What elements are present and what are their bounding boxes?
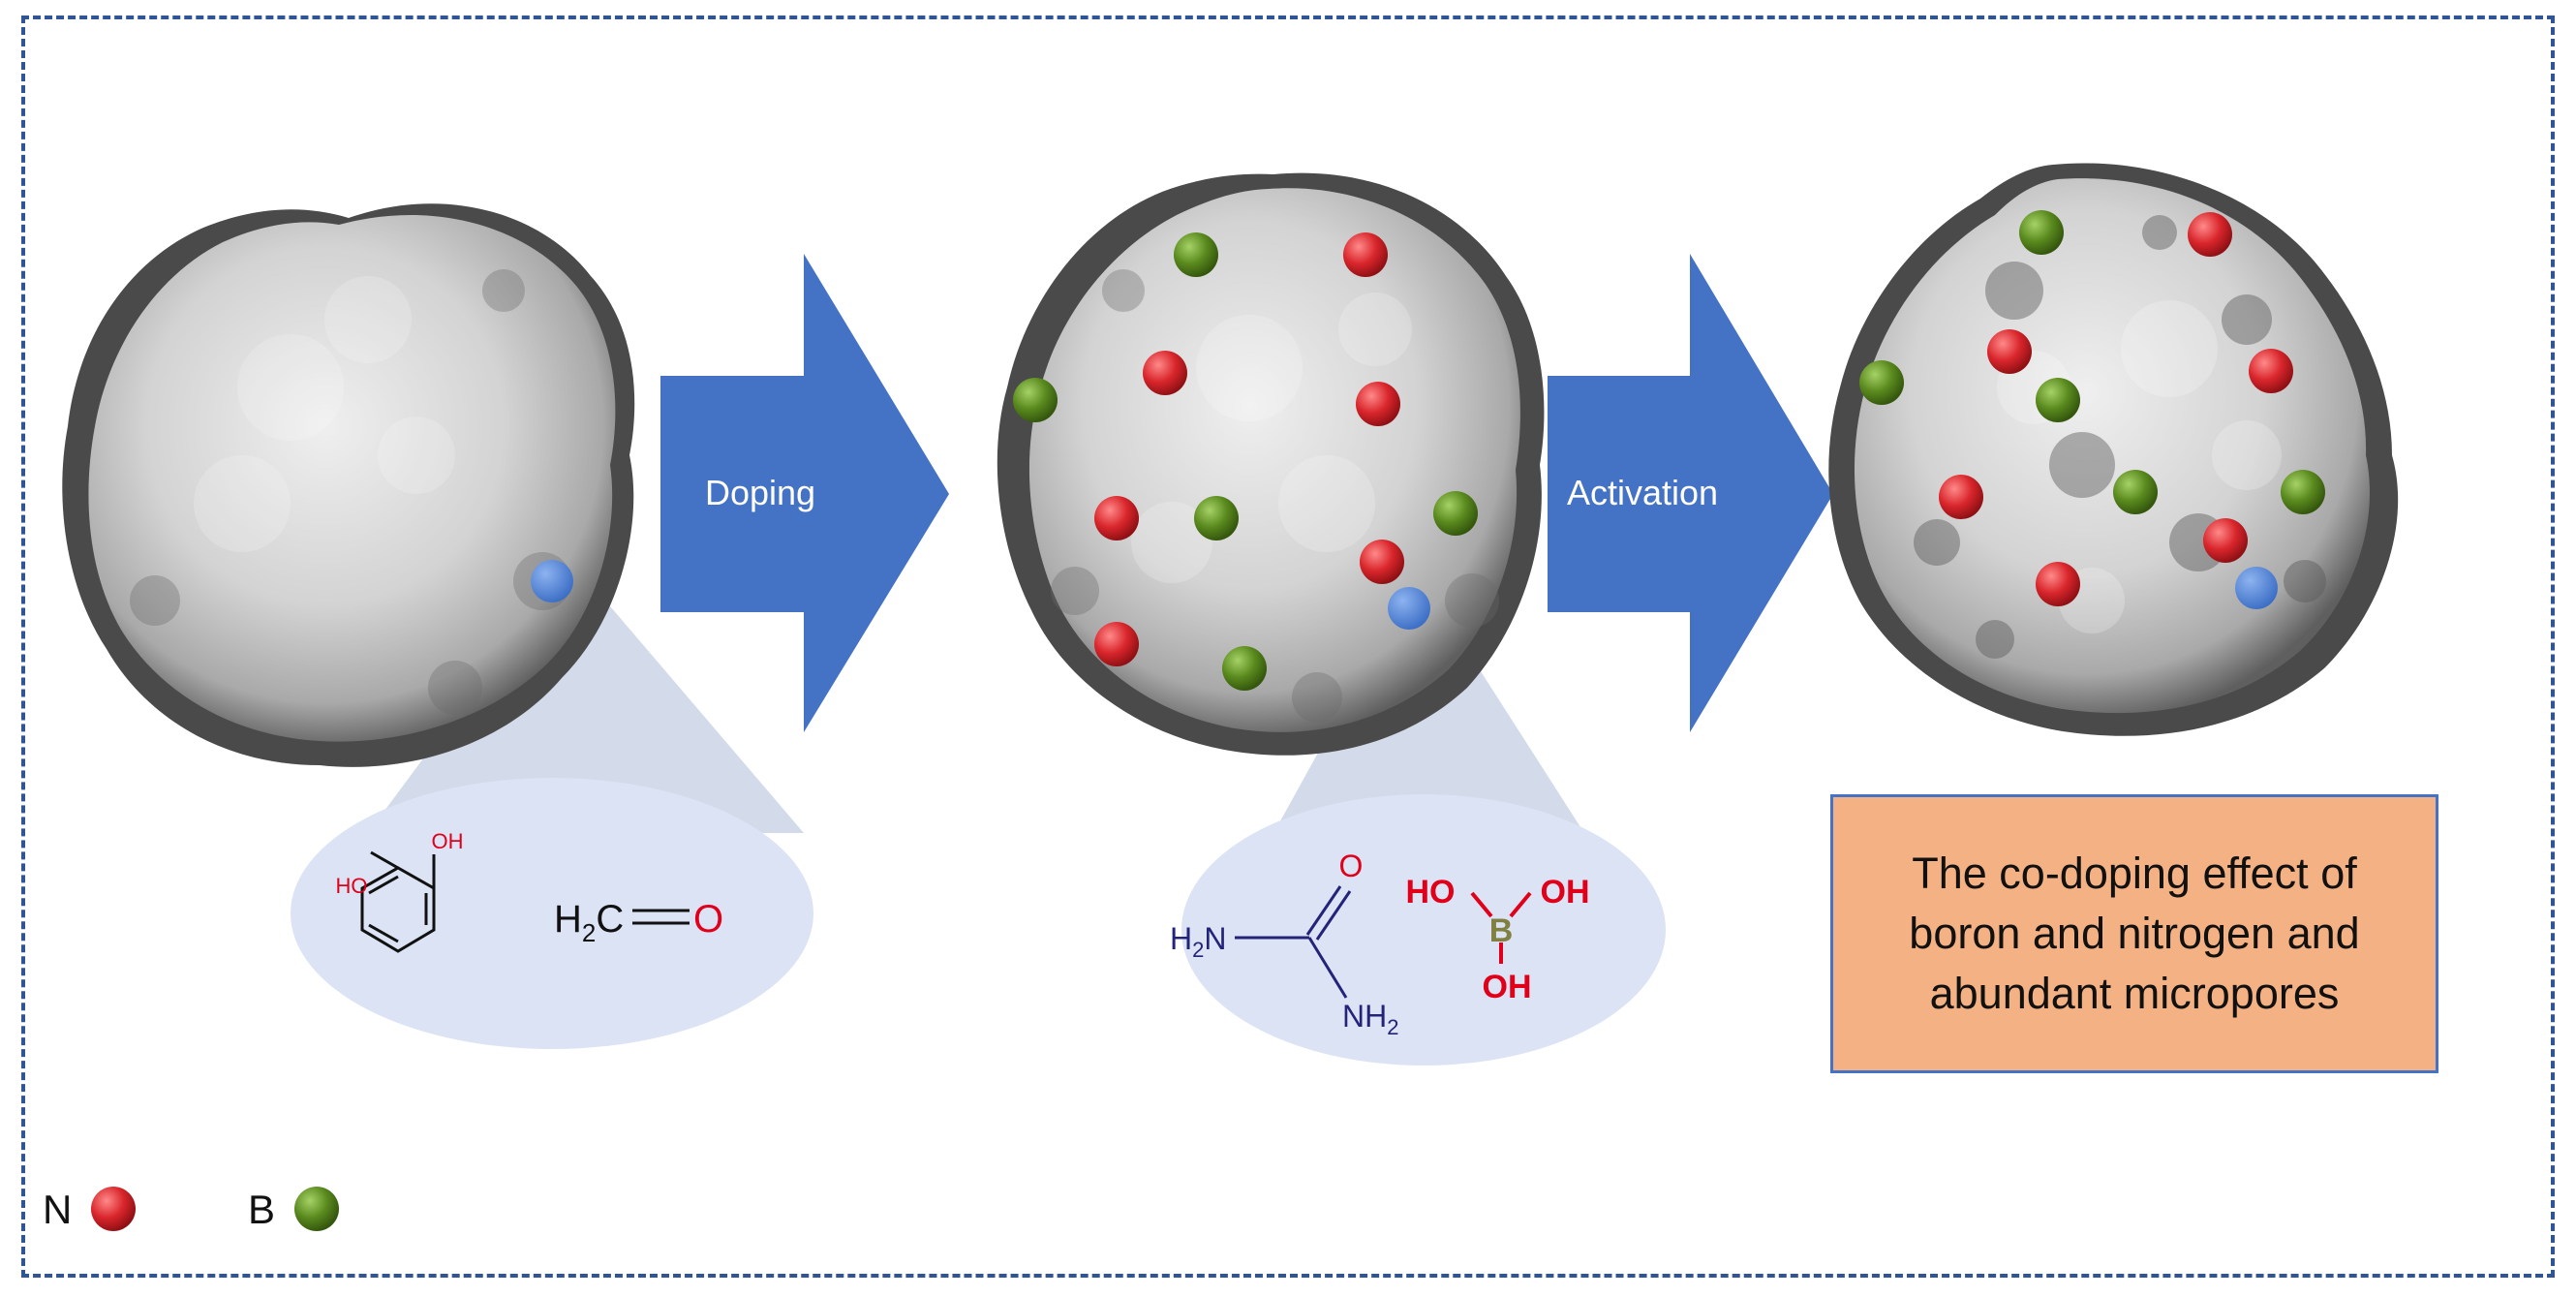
result-line-3: abundant micropores [1929,969,2340,1018]
catechol-structure [360,850,436,953]
nitrogen-atom-icon [1987,329,2032,374]
urea-structure: O H2N NH2 [1170,849,1398,1039]
zoom-ellipse-2 [1181,794,1666,1065]
dopant-atoms-stage3 [1859,210,2325,606]
boron-atom-icon [1194,496,1239,540]
boric-oh-right: OH [1541,874,1590,911]
boric-b: B [1489,912,1514,949]
zoom-ellipse-1 [291,778,813,1049]
zoom-cone-1 [368,571,804,833]
svg-text:NH2: NH2 [1342,999,1398,1039]
nitrogen-atom-icon [1343,232,1388,277]
boron-atom-icon [1174,232,1218,277]
boron-atom-icon [1013,378,1058,422]
nitrogen-atom-icon [2036,562,2080,606]
svg-text:H2N: H2N [1170,921,1226,962]
nitrogen-atom-icon [1143,351,1187,395]
nitrogen-atom-icon [1939,475,1983,519]
step-label-activation: Activation [1567,473,1719,512]
urea-oxygen: O [1339,849,1364,883]
legend-nitrogen-dot [91,1187,136,1231]
nitrogen-atom-icon [2203,518,2248,563]
marker-dot [2235,567,2278,609]
boron-atom-icon [2113,470,2158,514]
activation-arrow [1548,254,1833,732]
legend-label-b: B [248,1187,276,1232]
porous-carbon-sphere-icon [62,203,635,767]
boron-atom-icon [1859,360,1904,405]
nitrogen-atom-icon [2249,349,2293,393]
marker-dot [531,560,573,602]
boron-atom-icon [2019,210,2064,255]
marker-dot [1388,587,1430,630]
dopant-atoms-stage2 [1013,232,1478,691]
result-box: The co-doping effect of boron and nitrog… [1830,794,2438,1073]
legend-boron-dot [294,1187,339,1231]
nitrogen-atom-icon [1094,496,1139,540]
formaldehyde-structure: H2C O [554,898,723,947]
svg-text:H2C: H2C [554,898,624,947]
nitrogen-atom-icon [1356,382,1400,426]
legend-label-n: N [43,1187,73,1232]
boron-atom-icon [1433,491,1478,536]
dashed-frame [21,15,2555,1278]
result-line-2: boron and nitrogen and [1909,909,2360,958]
formaldehyde-o: O [693,898,723,941]
nitrogen-atom-icon [2188,212,2232,257]
boron-atom-icon [2281,470,2325,514]
boric-ho: HO [1406,874,1456,911]
boron-atom-icon [2036,378,2080,422]
nitrogen-atom-icon [1094,622,1139,666]
catechol-oh-left: HO [336,874,368,898]
doping-arrow [660,254,949,732]
boron-atom-icon [1222,646,1267,691]
catechol-oh-top: OH [432,829,464,853]
nitrogen-atom-icon [1360,540,1404,584]
boric-oh-bottom: OH [1483,969,1532,1005]
boric-acid-structure: HO B OH OH [1406,874,1590,1005]
step-label-doping: Doping [705,473,816,512]
result-line-1: The co-doping effect of [1912,849,2357,898]
